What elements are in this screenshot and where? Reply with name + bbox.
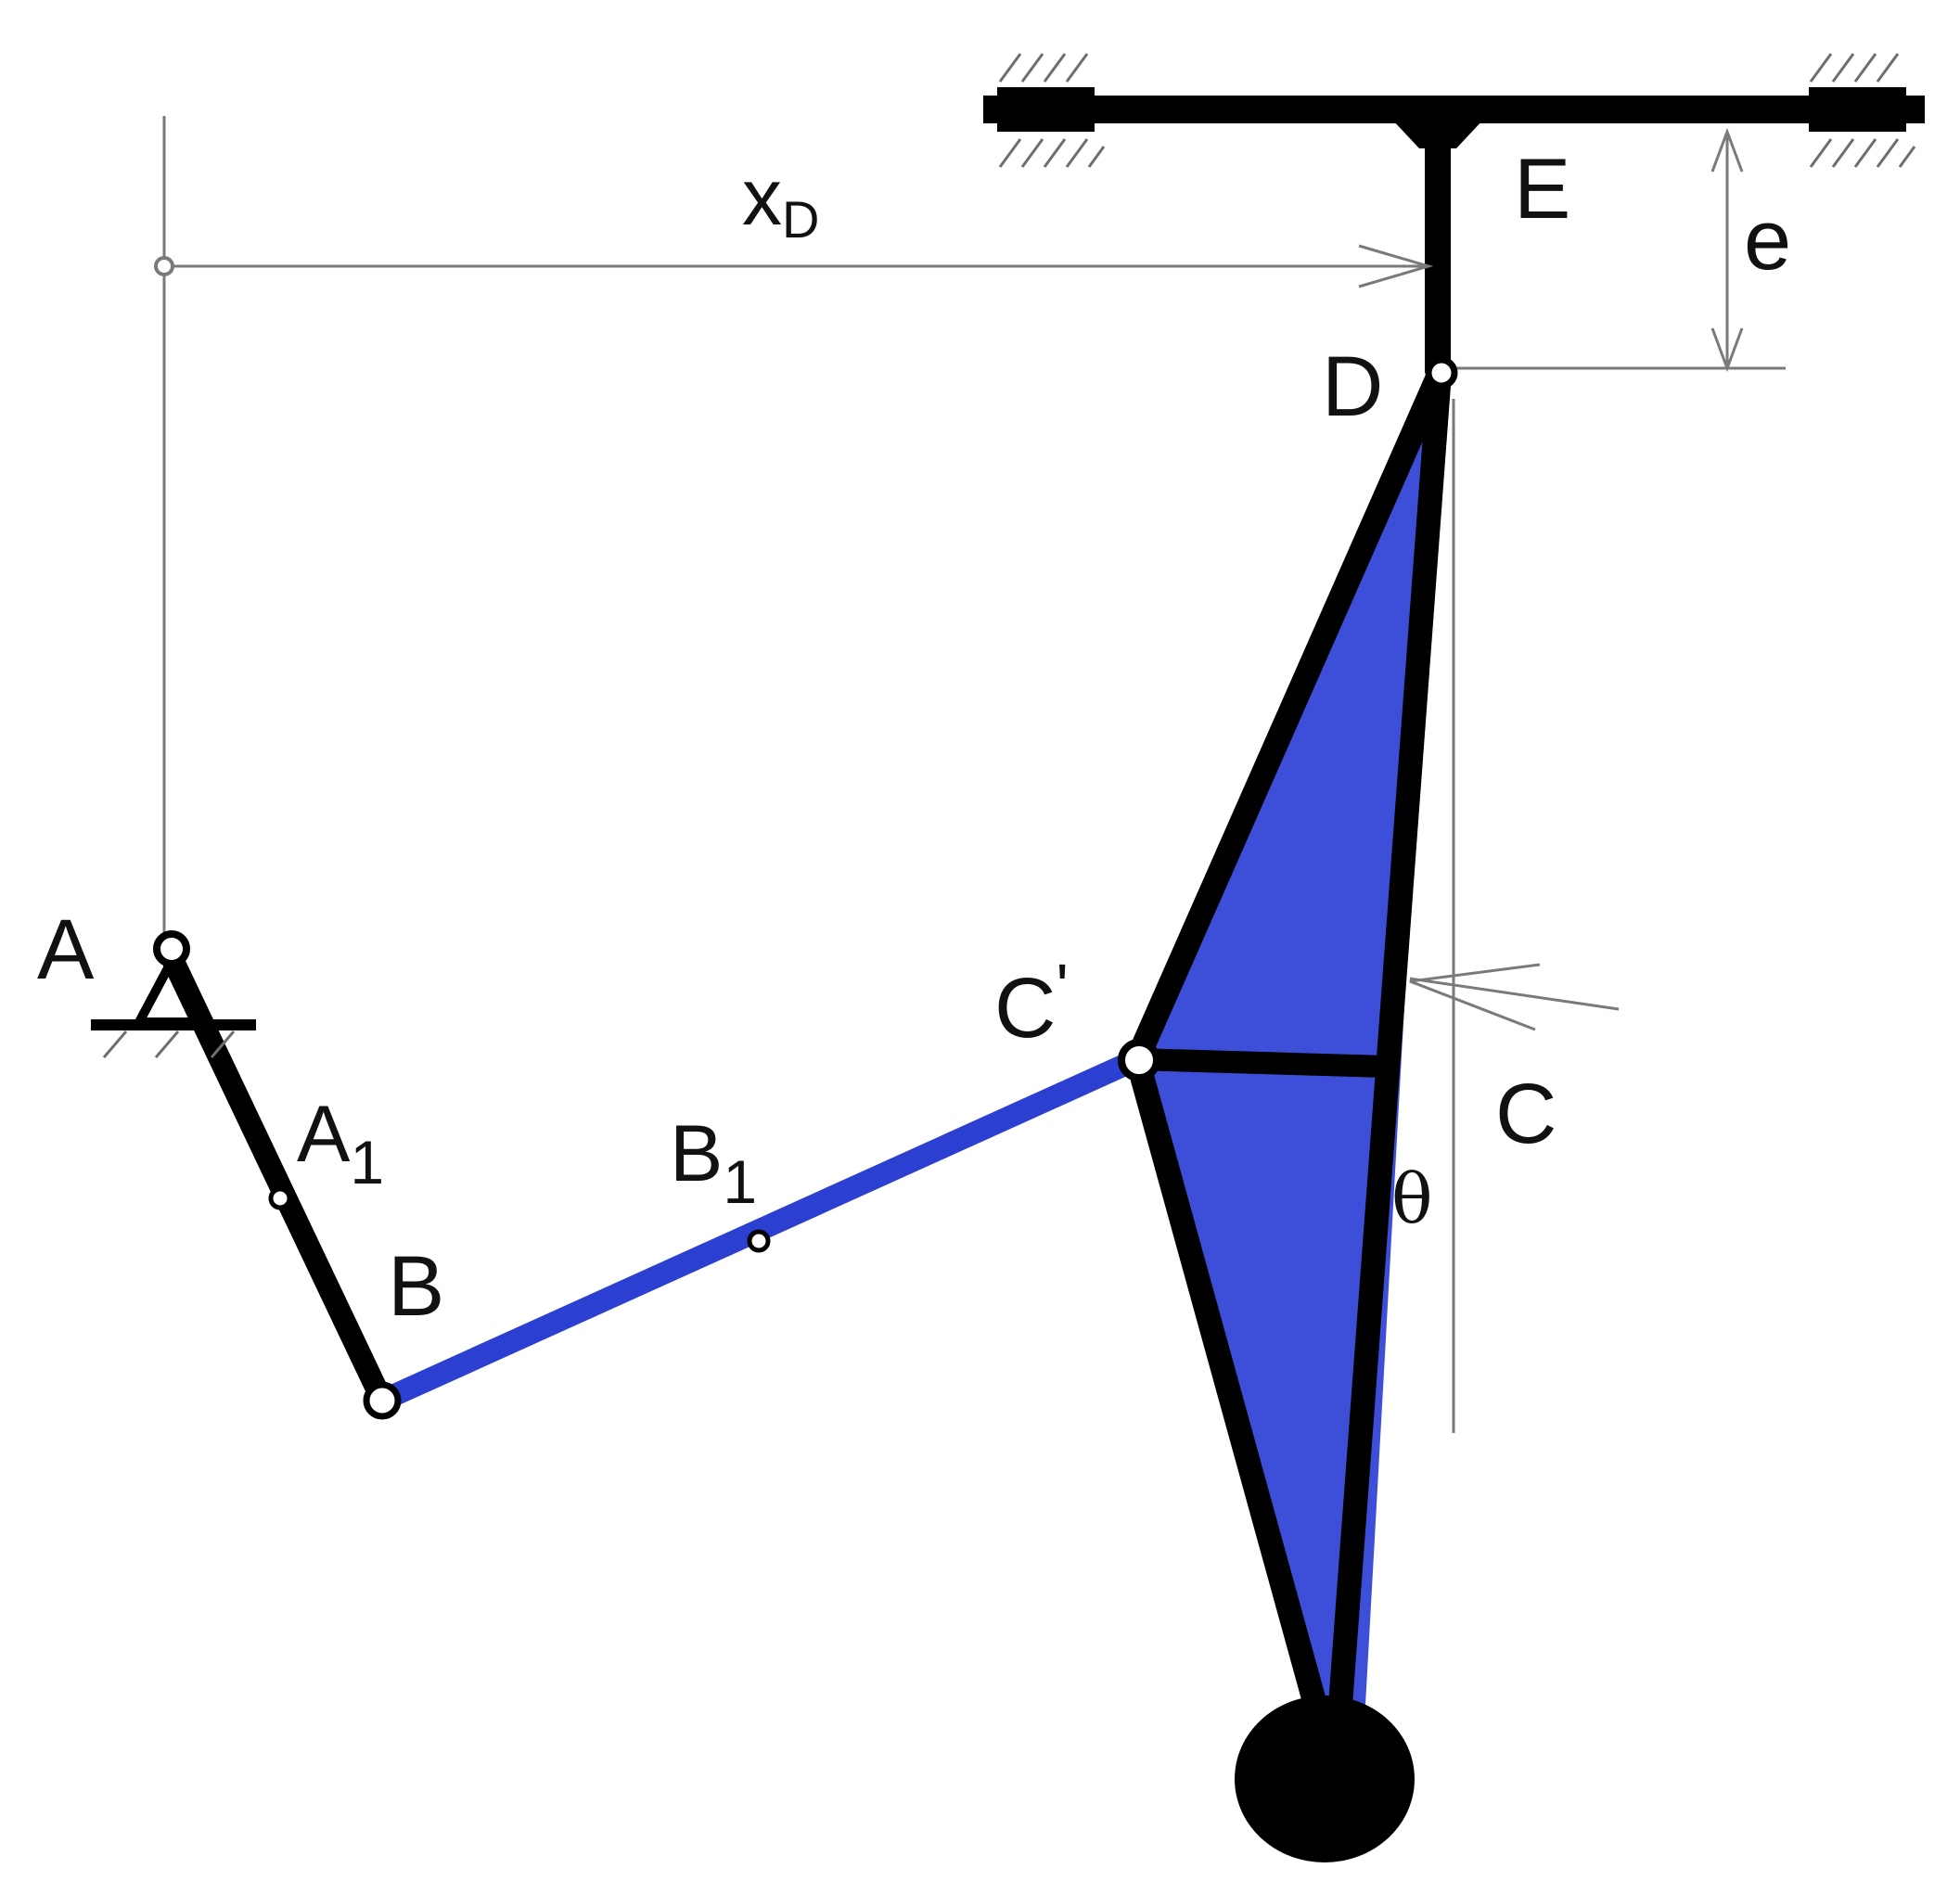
label-a: A xyxy=(37,902,95,997)
reference-origin xyxy=(154,256,174,276)
label-e-point: E xyxy=(1514,142,1570,237)
slider-rail xyxy=(983,87,1925,132)
label-c: C xyxy=(1495,1067,1556,1161)
label-d: D xyxy=(1322,339,1383,434)
ground-hatch-top-right xyxy=(1809,53,1916,168)
joint-a1 xyxy=(268,1186,292,1210)
slider-stem xyxy=(1391,119,1484,373)
joint-b xyxy=(363,1381,402,1420)
label-theta: θ xyxy=(1391,1159,1433,1239)
joint-b1 xyxy=(747,1229,771,1253)
label-b1: B1 xyxy=(670,1109,757,1216)
label-xd: xD xyxy=(742,153,819,249)
pivot-a xyxy=(153,930,190,967)
joints xyxy=(153,256,1458,1420)
joint-d xyxy=(1425,356,1458,390)
label-e-offset: e xyxy=(1744,193,1791,288)
joint-c-prime xyxy=(1118,1039,1160,1081)
pendulum-bob xyxy=(1235,1696,1415,1862)
label-c-prime: C' xyxy=(994,951,1069,1056)
reference-lines xyxy=(162,116,1786,1433)
rocker-triangle xyxy=(1125,361,1452,1717)
ground-support-a xyxy=(91,954,256,1058)
label-a1: A1 xyxy=(297,1090,384,1197)
label-b: B xyxy=(388,1239,444,1334)
ground-hatch-top-left xyxy=(998,53,1106,168)
